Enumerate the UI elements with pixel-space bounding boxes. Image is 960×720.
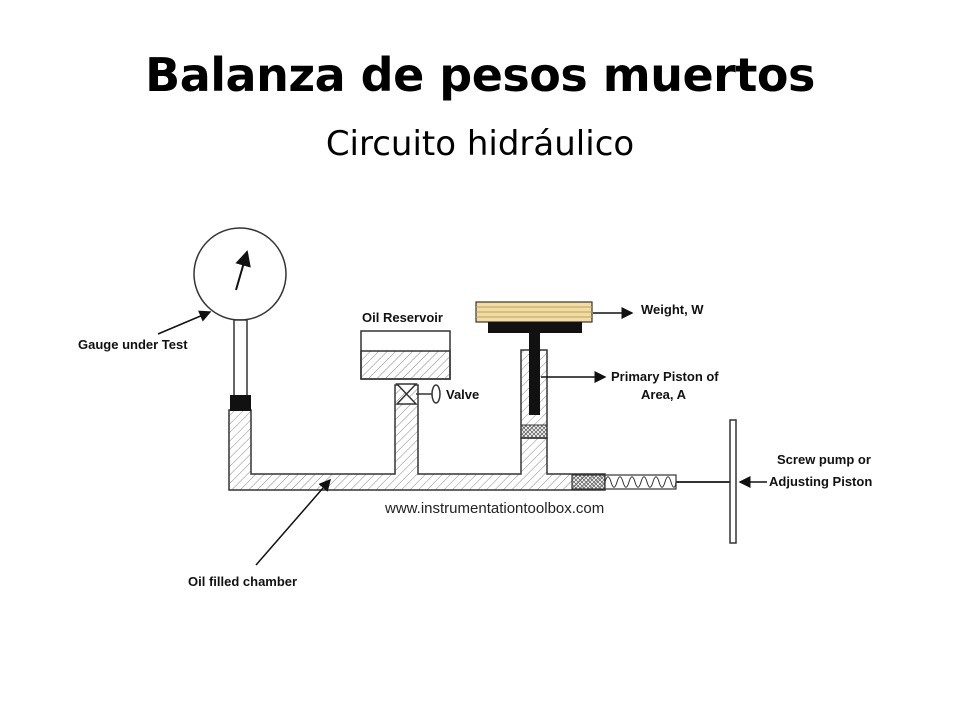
- label-weight: Weight, W: [641, 302, 704, 317]
- oil-reservoir: [360, 330, 451, 380]
- chamber-arrow: [255, 478, 331, 566]
- pressure-gauge: [193, 227, 287, 411]
- label-valve: Valve: [446, 387, 479, 402]
- label-piston-line1: Primary Piston of: [611, 369, 719, 384]
- valve: [395, 383, 441, 405]
- screw-pump: [571, 419, 737, 544]
- oil-filled-chamber: [228, 384, 606, 491]
- label-piston-line2: Area, A: [641, 387, 687, 402]
- label-pump-line1: Screw pump or: [777, 452, 871, 467]
- website-url: www.instrumentationtoolbox.com: [384, 500, 604, 517]
- callout-arrows: [157, 307, 767, 566]
- slide-title: Balanza de pesos muertos: [145, 48, 815, 102]
- gauge-arrow: [157, 310, 212, 335]
- label-reservoir: Oil Reservoir: [362, 310, 443, 325]
- label-gauge: Gauge under Test: [78, 337, 188, 352]
- primary-piston: [520, 333, 548, 439]
- label-pump-line2: Adjusting Piston: [769, 474, 872, 489]
- weight-stack: [475, 301, 593, 333]
- slide-subtitle: Circuito hidráulico: [325, 124, 635, 164]
- label-chamber: Oil filled chamber: [188, 574, 297, 589]
